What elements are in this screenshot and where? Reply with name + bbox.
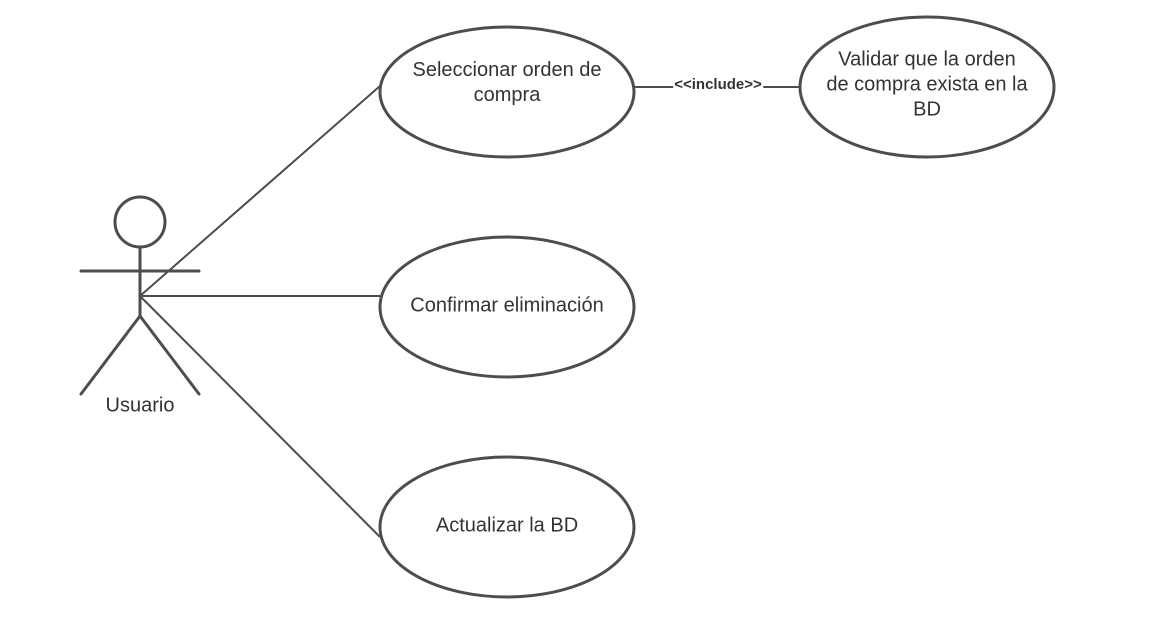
actor-label: Usuario bbox=[105, 394, 175, 417]
use-case-confirmar-shape[interactable] bbox=[378, 235, 636, 379]
actor-head bbox=[113, 195, 167, 249]
use-case-confirmar-label: Confirmar eliminación bbox=[410, 294, 604, 317]
use-case-actualizar-label: Actualizar la BD bbox=[435, 514, 579, 537]
actor-right-leg bbox=[138, 314, 201, 396]
use-case-validar-label: Validar que la orden de compra exista en… bbox=[826, 48, 1028, 121]
actor-left-leg bbox=[79, 314, 142, 396]
use-case-validar-shape[interactable] bbox=[798, 15, 1056, 159]
include-stereotype-label: <<include>> bbox=[673, 76, 763, 94]
use-case-seleccionar-shape[interactable] bbox=[378, 25, 636, 159]
association-actualizar bbox=[139, 295, 381, 538]
actor-figure bbox=[79, 195, 201, 396]
use-case-actualizar-shape[interactable] bbox=[378, 455, 636, 599]
association-seleccionar bbox=[139, 85, 381, 297]
use-case-seleccionar-label: Seleccionar orden de compra bbox=[412, 59, 602, 106]
